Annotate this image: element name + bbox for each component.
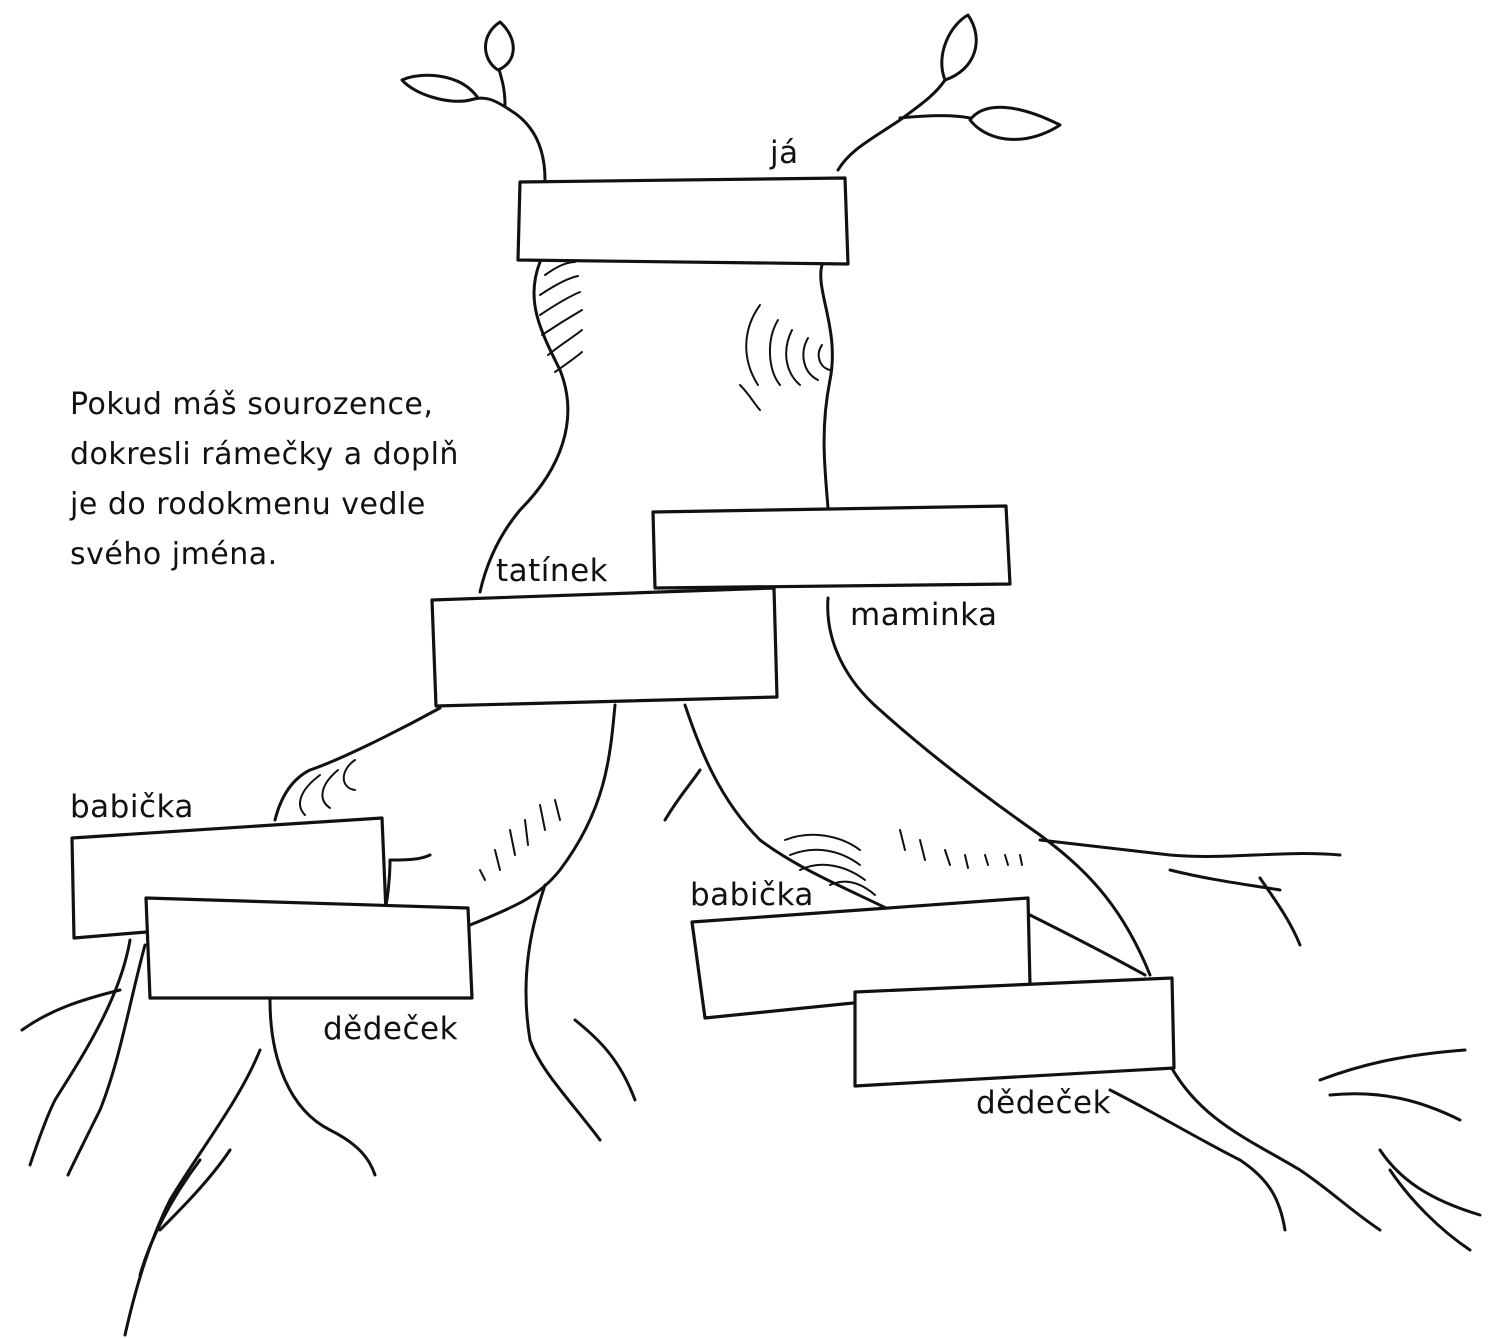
leaf-icon bbox=[940, 13, 978, 82]
sprouts bbox=[400, 13, 1062, 182]
instructions-line: je do rodokmenu vedle bbox=[70, 487, 426, 522]
leaf-icon bbox=[484, 20, 515, 72]
label-mother: maminka bbox=[850, 597, 998, 633]
name-box-father[interactable] bbox=[430, 586, 779, 708]
name-box-maternal-grandfather[interactable] bbox=[853, 976, 1176, 1088]
name-box-mother[interactable] bbox=[651, 504, 1012, 590]
instructions-line: Pokud máš sourozence, bbox=[70, 387, 434, 422]
label-father: tatínek bbox=[496, 553, 609, 589]
label-maternal-grandmother: babička bbox=[690, 877, 814, 913]
leaf-icon bbox=[400, 73, 480, 103]
label-paternal-grandfather: dědeček bbox=[323, 1011, 459, 1047]
name-boxes bbox=[70, 176, 1176, 1088]
trunk bbox=[20, 260, 1482, 1337]
label-paternal-grandmother: babička bbox=[70, 789, 194, 825]
label-maternal-grandfather: dědeček bbox=[976, 1085, 1112, 1121]
bark-texture bbox=[299, 261, 1023, 896]
name-box-me[interactable] bbox=[516, 176, 850, 266]
instructions-text: Pokud máš sourozence, dokresli rámečky a… bbox=[70, 380, 459, 580]
instructions-line: dokresli rámečky a doplň bbox=[70, 437, 459, 472]
leaf-icon bbox=[968, 105, 1062, 141]
label-me: já bbox=[770, 135, 799, 171]
name-box-paternal-grandfather[interactable] bbox=[144, 896, 474, 1000]
instructions-line: svého jména. bbox=[70, 537, 278, 572]
